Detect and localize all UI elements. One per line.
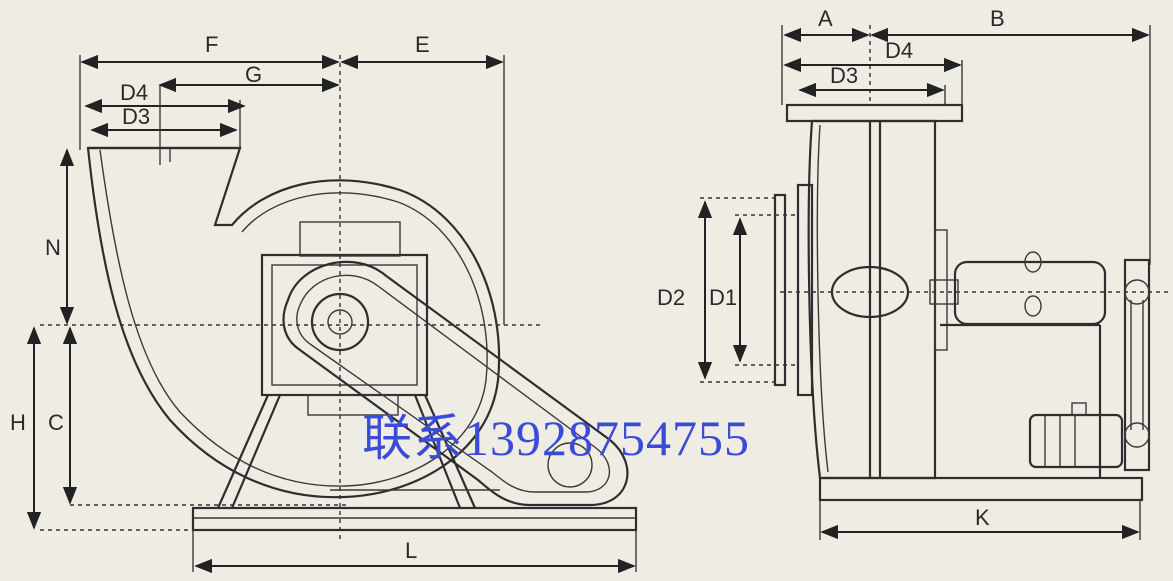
label-N: N (45, 235, 61, 260)
motor (1028, 413, 1124, 469)
label-D3-left: D3 (122, 104, 150, 129)
shaft-hub (310, 292, 370, 352)
right-base (818, 476, 1144, 502)
label-F: F (205, 32, 218, 57)
left-side-view: F E G D4 D3 N C H L (10, 32, 638, 574)
base-rail (191, 506, 638, 532)
label-H: H (10, 410, 26, 435)
fan-housing-front (807, 119, 937, 480)
label-C: C (48, 410, 64, 435)
label-L: L (405, 538, 417, 563)
label-A: A (818, 6, 833, 31)
label-D3-right: D3 (830, 63, 858, 88)
label-B: B (990, 6, 1005, 31)
label-G: G (245, 62, 262, 87)
right-front-view: A B D4 D3 D2 D1 K (657, 6, 1170, 540)
label-D2: D2 (657, 285, 685, 310)
belt-guard (282, 260, 629, 507)
label-D1: D1 (709, 285, 737, 310)
contact-watermark: 联系13928754755 (362, 410, 750, 466)
label-D4-left: D4 (120, 80, 148, 105)
label-E: E (415, 32, 430, 57)
label-D4-right: D4 (885, 38, 913, 63)
volute-housing (86, 146, 501, 499)
label-K: K (975, 505, 990, 530)
